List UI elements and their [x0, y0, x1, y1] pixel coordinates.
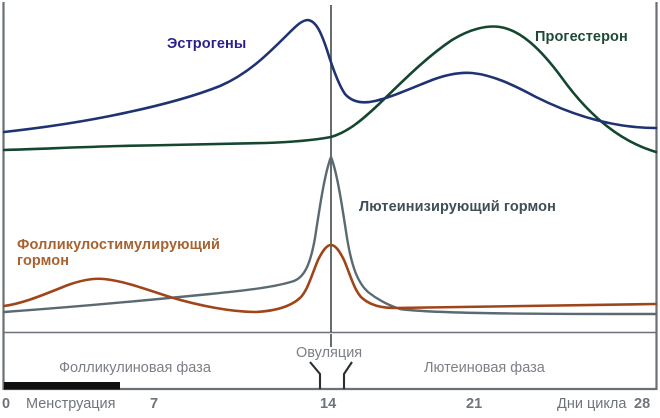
- phase-label-follicular: Фолликулиновая фаза: [59, 360, 211, 376]
- series-label-progesterone: Прогестерон: [535, 29, 628, 45]
- menstruation-bar: [4, 382, 120, 390]
- curve-progesterone: [2, 25, 658, 154]
- x-tick-label-21: 21: [466, 396, 483, 412]
- ovulation-bracket-left: [309, 361, 322, 389]
- x-tick-label-28: 28: [634, 396, 651, 412]
- x-tick-label-14: 14: [320, 396, 337, 412]
- x-tick-label-0: 0: [2, 396, 11, 412]
- curve-fsh: [2, 243, 658, 314]
- x-tick-label-7: 7: [150, 396, 159, 412]
- phase-label-ovulation: Овуляция: [296, 345, 363, 361]
- series-label-estrogens: Эстрогены: [167, 36, 247, 52]
- axis-label-menstruation: Менструация: [26, 396, 116, 412]
- phase-label-luteal: Лютеиновая фаза: [424, 360, 545, 376]
- curve-lh: [2, 155, 658, 316]
- fsh-label-line-1: Фолликулостимулирующий: [17, 237, 221, 253]
- curve-estrogens: [2, 18, 658, 134]
- x-axis-title: Дни цикла: [557, 396, 627, 412]
- series-label-luteinizing-hormone: Лютеинизирующий гормон: [359, 199, 556, 215]
- fsh-label-line-2: гормон: [17, 253, 70, 269]
- ovulation-bracket-right: [342, 361, 353, 389]
